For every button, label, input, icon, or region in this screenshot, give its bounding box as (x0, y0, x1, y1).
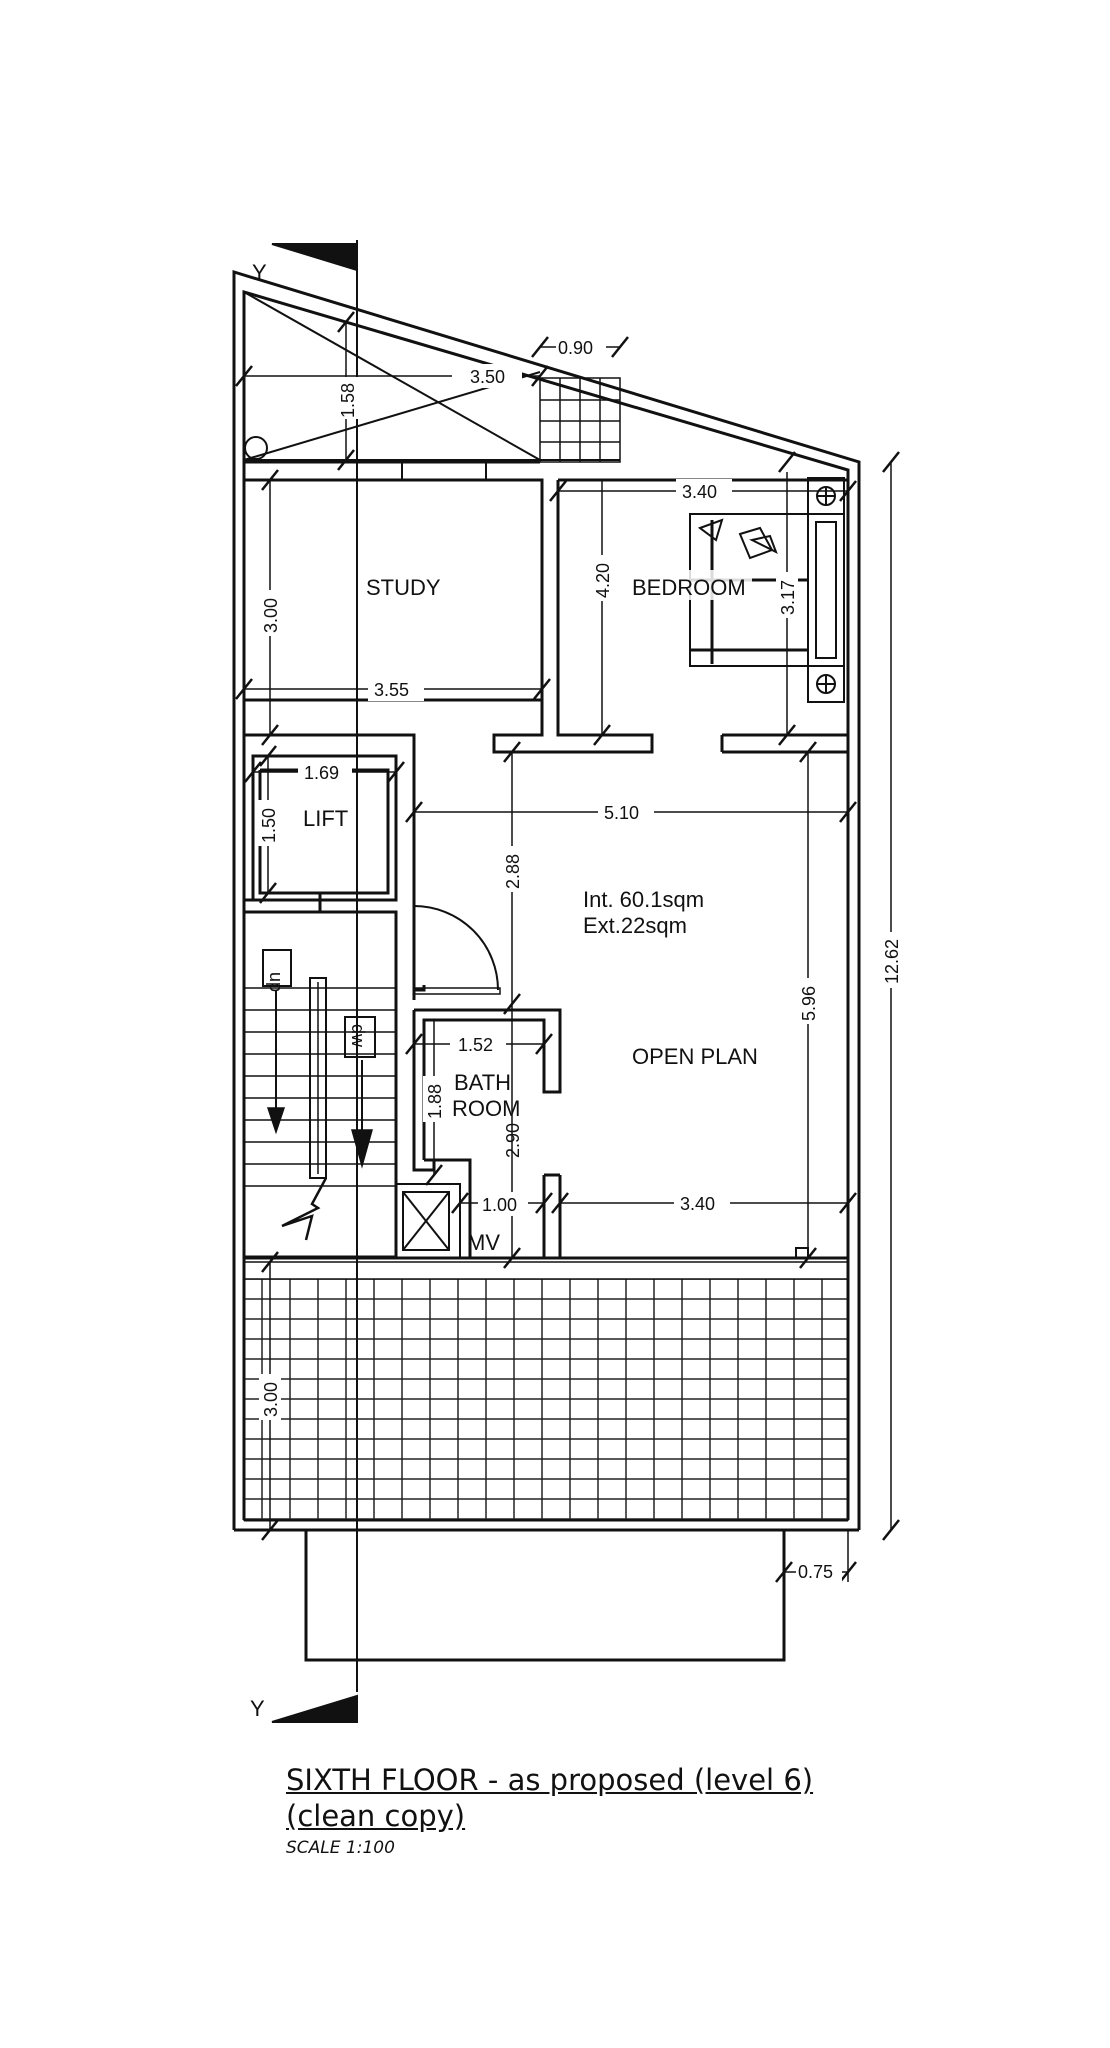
room-label-mv: MV (467, 1230, 500, 1255)
dim-12-62: 12.62 (882, 939, 902, 984)
dim-0-75: 0.75 (798, 1562, 833, 1582)
dim-2-88: 2.88 (503, 854, 523, 889)
dim-3-55: 3.55 (374, 680, 409, 700)
dim-3-17: 3.17 (778, 580, 798, 615)
dim-1-52: 1.52 (458, 1035, 493, 1055)
drawing-scale: SCALE 1:100 (286, 1838, 395, 1858)
dim-5-96: 5.96 (799, 986, 819, 1021)
dimension-labels: 3.50 1.58 0.90 3.40 4.20 3.17 3.00 3.55 … (257, 335, 902, 1583)
title-block: SIXTH FLOOR - as proposed (level 6) (cle… (286, 1762, 813, 1858)
room-label-room: ROOM (452, 1096, 520, 1121)
dim-3-00-terrace: 3.00 (261, 1382, 281, 1417)
dim-5-10: 5.10 (604, 803, 639, 823)
dim-3-40-bottom: 3.40 (680, 1194, 715, 1214)
dimension-ticks (235, 311, 900, 1583)
dim-1-69: 1.69 (304, 763, 339, 783)
mv-shaft (395, 1183, 461, 1259)
room-labels: STUDY BEDROOM LIFT BATH ROOM OPEN PLAN M… (303, 570, 758, 1255)
section-mark-bottom: Y (250, 1696, 265, 1721)
drawing-subtitle: (clean copy) (286, 1799, 466, 1833)
room-label-bath: BATH (454, 1070, 511, 1095)
internal-walls (242, 460, 848, 1263)
area-external: Ext.22sqm (583, 913, 687, 938)
stair-down-label: dw (348, 1024, 368, 1048)
dim-2-90: 2.90 (503, 1123, 523, 1158)
dim-4-20: 4.20 (593, 563, 613, 598)
room-label-study: STUDY (366, 575, 441, 600)
door-swing (413, 905, 501, 995)
dim-1-50: 1.50 (259, 808, 279, 843)
dim-1-88: 1.88 (425, 1084, 445, 1119)
dim-0-90: 0.90 (558, 338, 593, 358)
terrace-tiles (243, 1278, 849, 1521)
roof-stair (539, 377, 621, 463)
room-label-lift: LIFT (303, 806, 348, 831)
dim-1-58: 1.58 (338, 383, 358, 418)
room-label-bedroom: BEDROOM (632, 575, 746, 600)
drawing-title: SIXTH FLOOR - as proposed (level 6) (286, 1763, 814, 1797)
room-label-open-plan: OPEN PLAN (632, 1044, 758, 1069)
dim-3-50: 3.50 (470, 367, 505, 387)
staircase (244, 949, 396, 1241)
dim-3-00-study: 3.00 (261, 598, 281, 633)
dim-1-00: 1.00 (482, 1195, 517, 1215)
stair-up-label: up (266, 972, 286, 992)
area-internal: Int. 60.1sqm (583, 887, 704, 912)
dim-3-40-top: 3.40 (682, 482, 717, 502)
